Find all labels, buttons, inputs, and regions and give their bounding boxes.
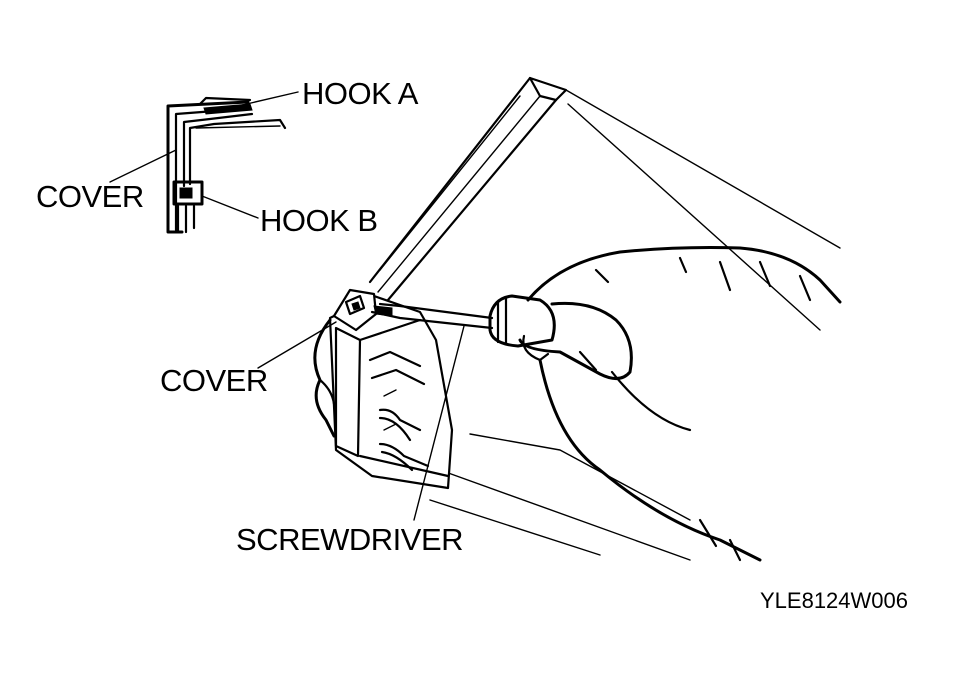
figure-code: YLE8124W006 [760,588,908,613]
label-cover-main: COVER [160,363,268,398]
unit-housing [328,76,841,561]
label-hook-a: HOOK A [302,76,418,111]
hand [313,246,842,562]
hook-detail-inset [109,91,299,234]
label-cover-detail: COVER [36,179,144,214]
leader-cover-main [257,321,337,369]
label-screwdriver: SCREWDRIVER [236,522,464,557]
label-hook-b: HOOK B [260,203,378,238]
leader-hook-a [237,91,299,107]
leader-cover-detail [109,149,177,183]
screwdriver-tool [370,294,556,521]
leader-hook-b [201,195,259,219]
leader-screwdriver [413,325,465,521]
